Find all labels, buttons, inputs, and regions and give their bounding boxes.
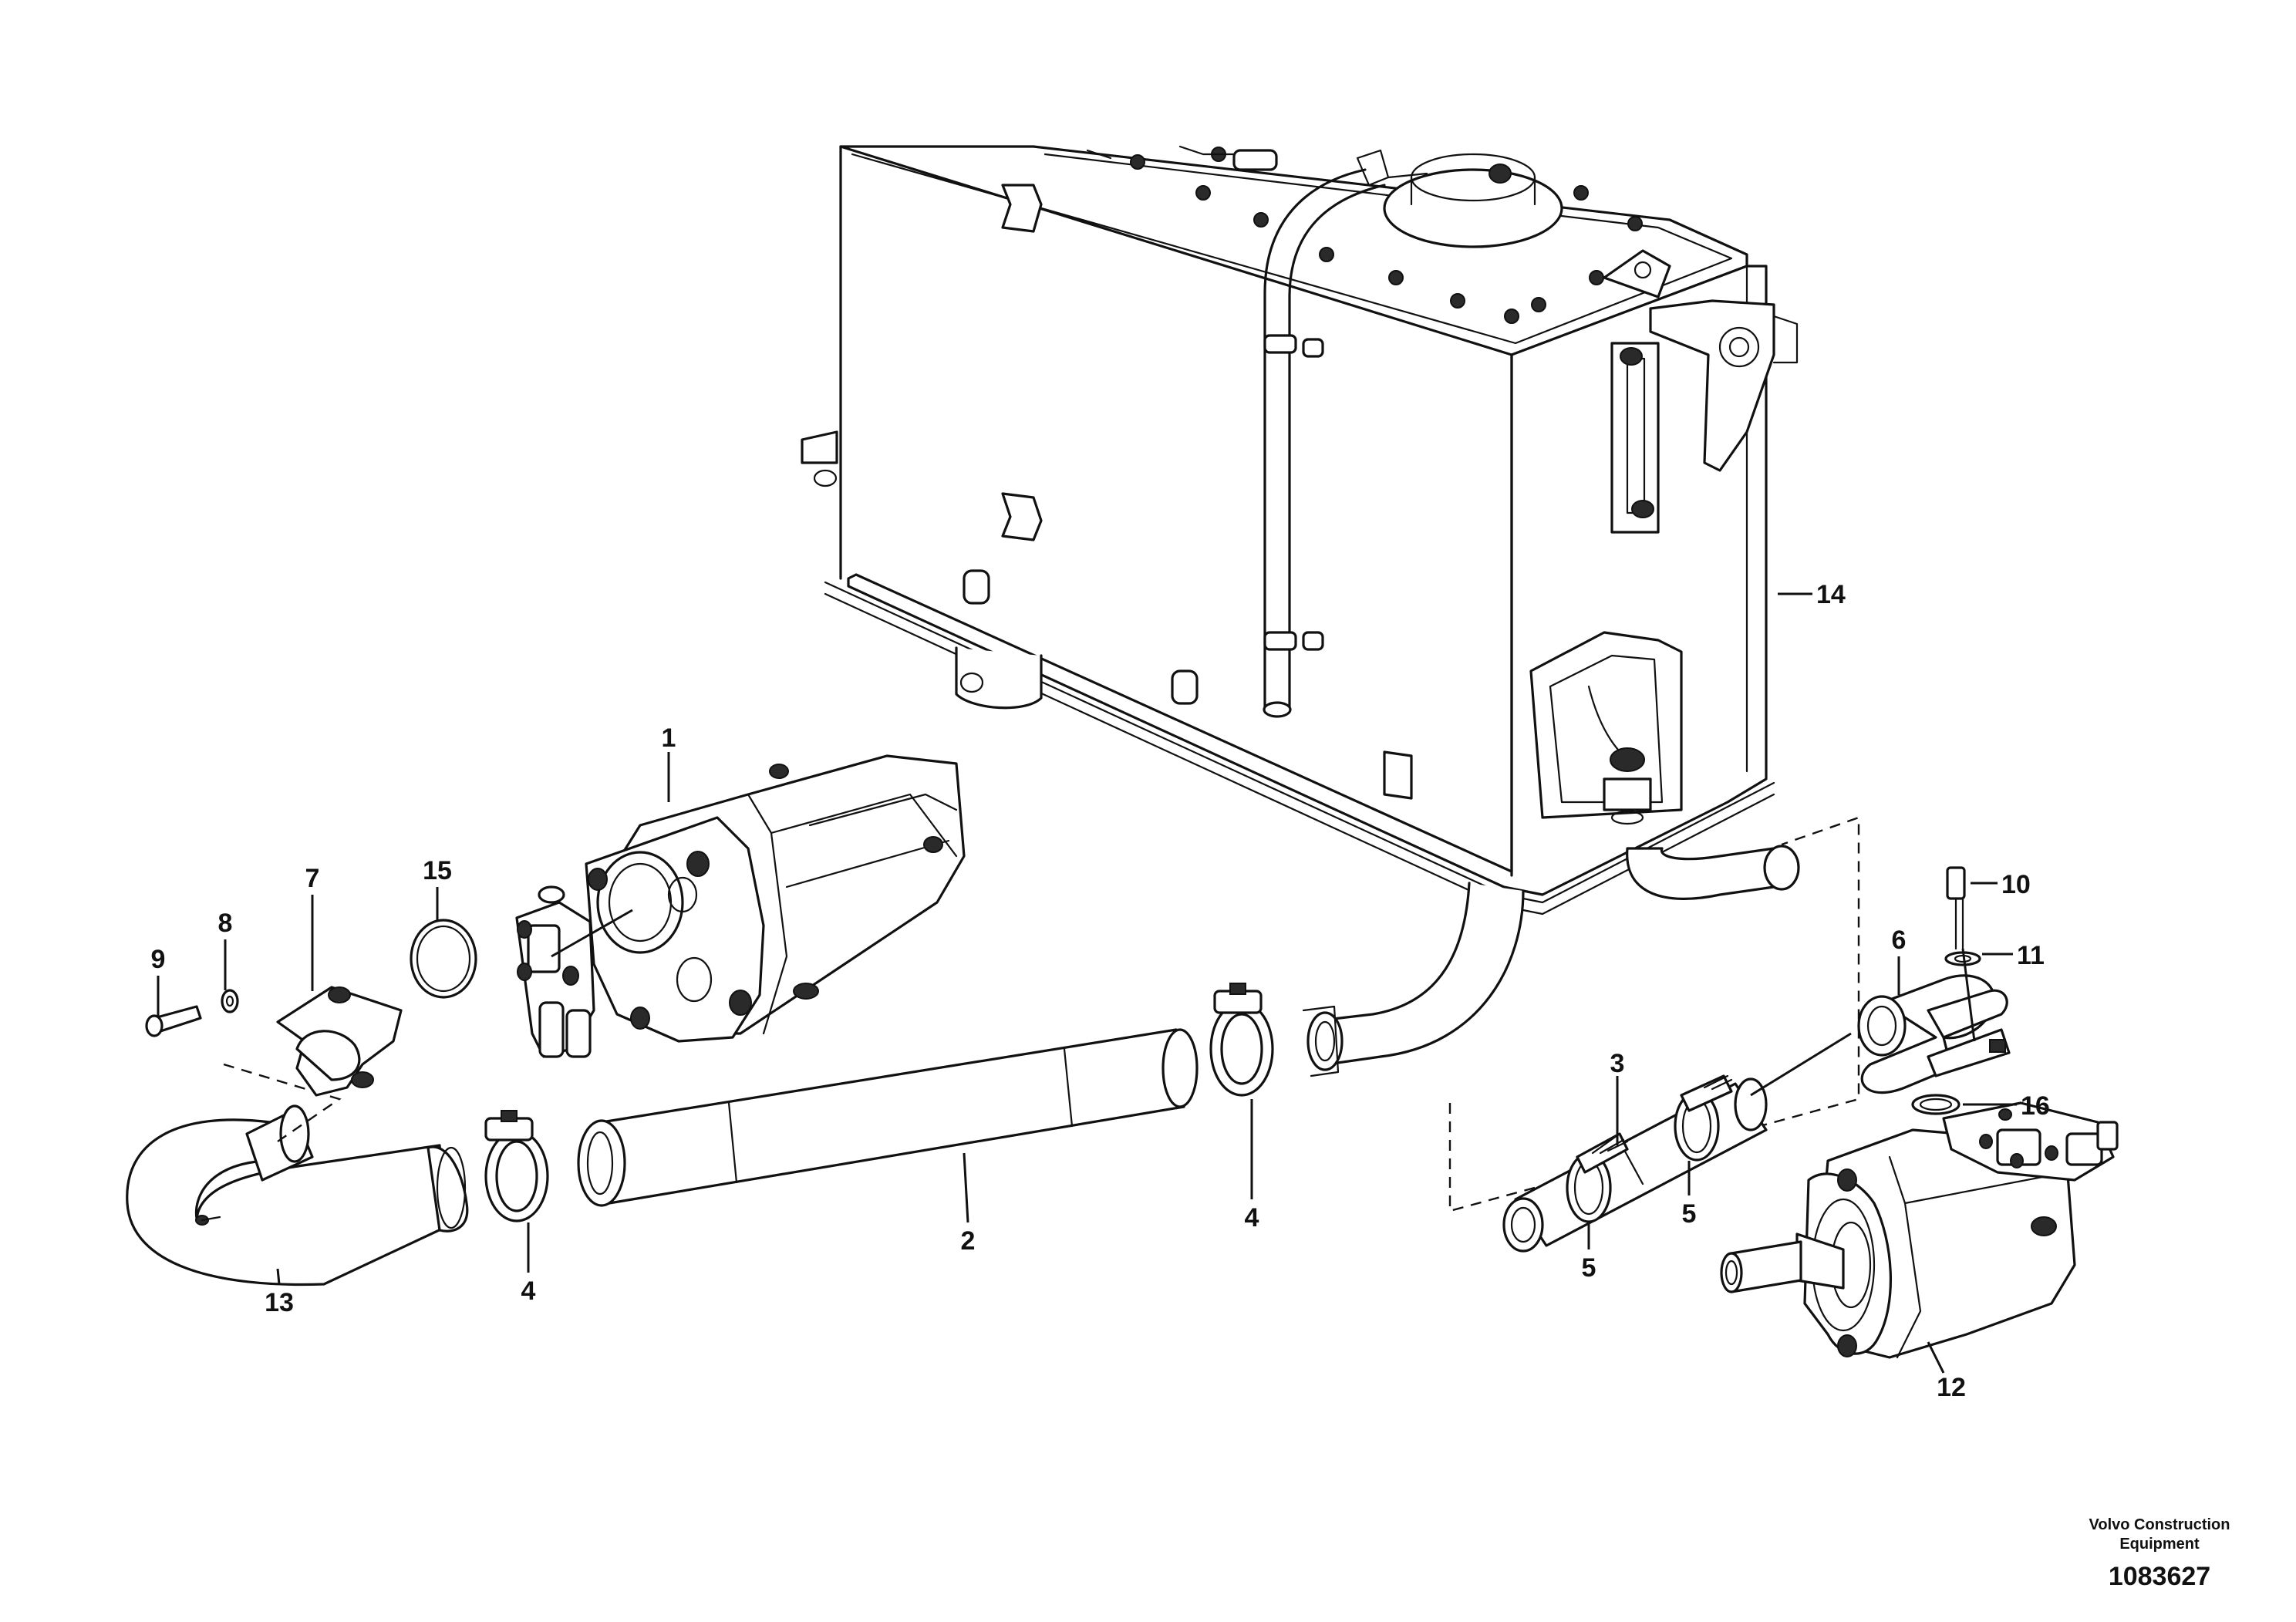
credit-line-1: Volvo Construction <box>2089 1516 2230 1533</box>
connector-hose <box>1502 1077 1768 1253</box>
hose-clamp-upper <box>1674 1074 1733 1162</box>
cap-screw-left <box>145 1005 202 1037</box>
label-5-left: 5 <box>1582 1253 1596 1283</box>
label-10: 10 <box>2001 870 2031 899</box>
cap-screw-right <box>1946 866 1966 950</box>
label-4-left: 4 <box>521 1276 536 1306</box>
label-4-right: 4 <box>1245 1203 1259 1233</box>
label-2: 2 <box>961 1226 976 1256</box>
seal-ring-lower <box>1911 1094 1961 1115</box>
credit-block: Volvo Construction Equipment 1083627 <box>2089 1516 2230 1591</box>
hose-clamp-left <box>484 1110 549 1222</box>
hose-clamp-right <box>1209 983 1274 1097</box>
split-flange <box>276 986 403 1097</box>
label-7: 7 <box>305 864 320 893</box>
label-15: 15 <box>423 856 452 885</box>
label-8: 8 <box>218 909 233 938</box>
label-6: 6 <box>1892 926 1907 955</box>
elbow-fitting <box>1857 974 2011 1094</box>
suction-elbow <box>126 1104 469 1286</box>
label-11: 11 <box>2017 941 2045 970</box>
part-labels: 1 2 3 4 4 5 5 6 7 8 9 10 11 12 13 14 15 … <box>151 580 2050 1402</box>
main-hose <box>577 1028 1199 1207</box>
leader-lines <box>157 592 2017 1374</box>
label-3: 3 <box>1610 1049 1625 1078</box>
label-5-right: 5 <box>1682 1199 1697 1229</box>
label-13: 13 <box>265 1288 294 1317</box>
label-9: 9 <box>151 945 166 974</box>
label-1: 1 <box>662 723 676 753</box>
hydraulic-tank <box>801 145 1800 916</box>
credit-line-2: Equipment <box>2119 1536 2200 1553</box>
hose-clamp-lower <box>1566 1132 1629 1223</box>
hydraulic-pump <box>515 754 966 1058</box>
o-ring <box>410 919 477 999</box>
tank-outlet-tube <box>1302 882 1525 1077</box>
piston-pump <box>1720 1101 2119 1359</box>
label-12: 12 <box>1937 1373 1966 1402</box>
label-14: 14 <box>1816 580 1846 609</box>
washer <box>221 989 239 1013</box>
drawing-number: 1083627 <box>2109 1562 2210 1591</box>
label-16: 16 <box>2021 1091 2050 1121</box>
